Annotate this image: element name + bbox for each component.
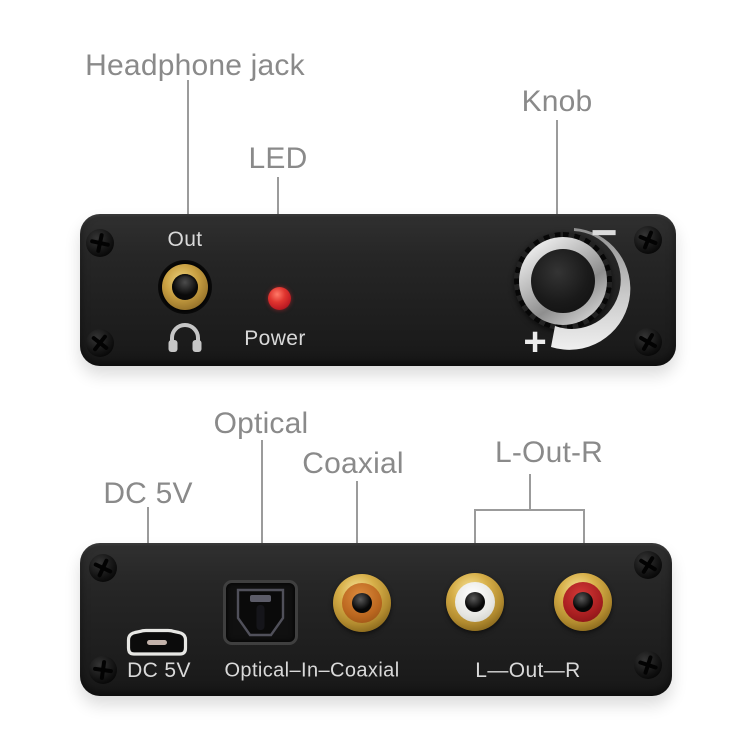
front-panel: Out Power − + bbox=[80, 209, 676, 366]
rca-center-hole bbox=[465, 592, 485, 612]
l-out-r-bracket-right-drop bbox=[583, 509, 585, 564]
rca-center-hole bbox=[352, 593, 372, 613]
screw-icon bbox=[89, 554, 117, 582]
leader-line-coaxial bbox=[356, 481, 358, 573]
headphone-jack-hole bbox=[172, 274, 198, 300]
screw-icon bbox=[634, 551, 662, 579]
headphones-icon bbox=[168, 323, 202, 352]
optical-in-coaxial-label: Optical–In–Coaxial bbox=[224, 659, 400, 682]
right-audio-rca-jack bbox=[554, 573, 612, 631]
screw-icon bbox=[634, 226, 662, 254]
power-led bbox=[268, 287, 291, 310]
screw-icon bbox=[86, 229, 114, 257]
leader-line-knob bbox=[556, 120, 558, 236]
power-label: Power bbox=[244, 327, 306, 350]
dc-5v-label: DC 5V bbox=[127, 659, 191, 682]
callout-knob: Knob bbox=[521, 85, 593, 118]
optical-toslink-port bbox=[223, 580, 298, 645]
callout-l-out-r: L-Out-R bbox=[494, 436, 604, 469]
l-out-r-bracket-bar bbox=[474, 509, 585, 511]
screw-icon bbox=[89, 656, 117, 684]
l-out-r-bracket-left-drop bbox=[474, 509, 476, 566]
rca-center-hole bbox=[573, 592, 593, 612]
leader-line-headphone-jack bbox=[187, 80, 189, 263]
callout-dc-5v: DC 5V bbox=[103, 477, 193, 510]
l-out-r-bracket-stem bbox=[529, 474, 531, 510]
micro-usb-port bbox=[126, 628, 188, 656]
leader-line-optical bbox=[261, 440, 263, 578]
l-out-r-label: L—Out—R bbox=[475, 659, 581, 682]
screw-icon bbox=[86, 329, 114, 357]
callout-coaxial: Coaxial bbox=[302, 447, 404, 480]
coaxial-rca-jack bbox=[333, 574, 391, 632]
screw-icon bbox=[634, 651, 662, 679]
callout-led: LED bbox=[248, 142, 308, 175]
back-panel: DC 5V Optical–In–Coaxial L—Out—R bbox=[80, 543, 672, 696]
screw-icon bbox=[634, 328, 662, 356]
toslink-aperture bbox=[236, 588, 285, 637]
headphone-out-label: Out bbox=[167, 228, 203, 251]
volume-knob-center bbox=[531, 249, 595, 313]
callout-optical: Optical bbox=[213, 407, 309, 440]
left-audio-rca-jack bbox=[446, 573, 504, 631]
callout-headphone-jack: Headphone jack bbox=[85, 49, 305, 82]
